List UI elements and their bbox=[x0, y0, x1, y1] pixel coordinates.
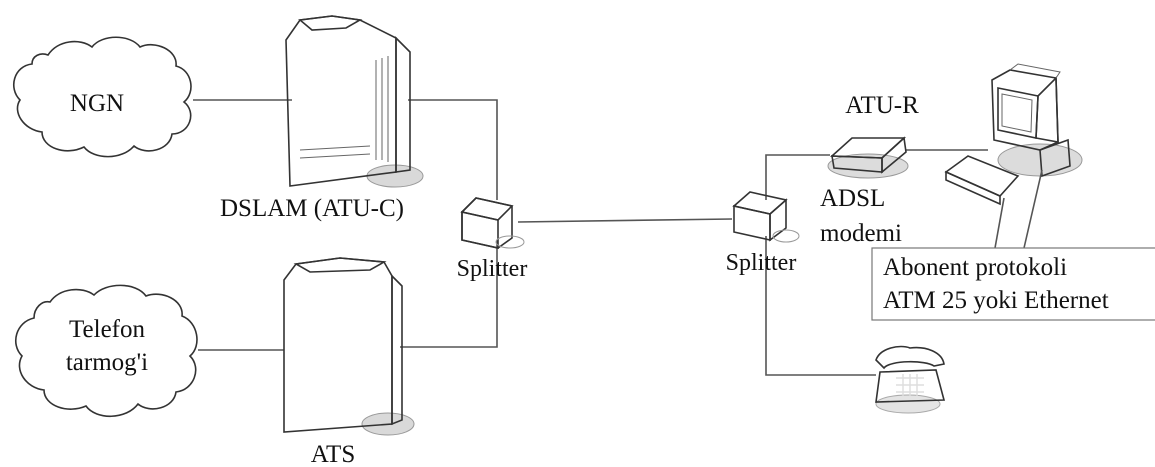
atu-r-label: ATU-R bbox=[845, 92, 919, 119]
telephone-device bbox=[875, 345, 946, 414]
wire-splitters bbox=[517, 218, 733, 223]
callout-line1: Abonent protokoli bbox=[883, 254, 1067, 281]
monitor-stand bbox=[1039, 138, 1071, 178]
protocol-callout: Abonent protokoli ATM 25 yoki Ethernet bbox=[871, 247, 1155, 321]
adsl-label-line2: modemi bbox=[820, 220, 902, 247]
dslam-body bbox=[285, 15, 397, 187]
dslam-label: DSLAM (ATU-C) bbox=[220, 195, 404, 222]
splitter-right-shadow bbox=[772, 229, 800, 243]
connection-lines bbox=[193, 99, 988, 376]
splitter-left-shadow bbox=[495, 235, 525, 249]
splitter-left-device: Splitter bbox=[457, 197, 528, 282]
adsl-label-line1: ADSL bbox=[820, 185, 885, 212]
monitor-top-detail bbox=[1009, 63, 1061, 79]
wire-ats-splitter bbox=[400, 240, 498, 348]
splitter-right-side bbox=[769, 198, 787, 242]
monitor-side bbox=[1035, 76, 1059, 143]
telephone-body bbox=[875, 369, 946, 403]
keyboard-cable bbox=[994, 197, 1005, 249]
ats-side bbox=[391, 274, 403, 426]
splitter-right-label: Splitter bbox=[726, 250, 797, 276]
adsl-modem-device: ATU-R ADSL modemi bbox=[820, 92, 919, 247]
ats-body bbox=[283, 257, 393, 433]
wire-dslam-splitter bbox=[408, 99, 498, 200]
ats-label: ATS bbox=[311, 441, 355, 467]
telephone-shadow bbox=[875, 394, 941, 414]
telephone-handset bbox=[875, 345, 945, 370]
ats-device: ATS bbox=[283, 257, 415, 467]
keyboard-edge bbox=[945, 170, 1001, 206]
computer-device bbox=[944, 63, 1083, 249]
telefon-network-cloud: Telefon tarmog'i bbox=[14, 284, 198, 417]
callout-box bbox=[871, 247, 1155, 321]
wire-splitter-phone bbox=[765, 236, 876, 376]
modem-side bbox=[881, 136, 907, 174]
splitter-left-front bbox=[461, 211, 499, 249]
dslam-device: DSLAM (ATU-C) bbox=[220, 15, 424, 222]
dslam-top bbox=[298, 15, 363, 31]
ats-top bbox=[293, 257, 387, 273]
dslam-vents bbox=[299, 56, 389, 162]
splitter-right-device: Splitter bbox=[726, 191, 800, 276]
dslam-shadow bbox=[366, 164, 424, 188]
wire-splitter-modem bbox=[765, 154, 830, 200]
splitter-right-front bbox=[733, 205, 771, 241]
splitter-left-label: Splitter bbox=[457, 256, 528, 282]
modem-shadow bbox=[827, 153, 909, 179]
callout-line2: ATM 25 yoki Ethernet bbox=[883, 287, 1109, 314]
monitor-screen-inner bbox=[1001, 93, 1033, 133]
computer-cable bbox=[1023, 169, 1043, 249]
cloud-icon bbox=[14, 284, 198, 417]
dslam-side bbox=[395, 36, 411, 173]
splitter-right-top bbox=[732, 191, 788, 215]
telefon-label-line1: Telefon bbox=[69, 316, 145, 343]
ngn-label: NGN bbox=[70, 90, 124, 117]
cloud-icon bbox=[12, 36, 192, 158]
splitter-left-top bbox=[460, 197, 514, 221]
ngn-cloud: NGN bbox=[12, 36, 192, 158]
telefon-label-line2: tarmog'i bbox=[66, 349, 148, 376]
telephone-keypad-icon bbox=[896, 374, 924, 396]
